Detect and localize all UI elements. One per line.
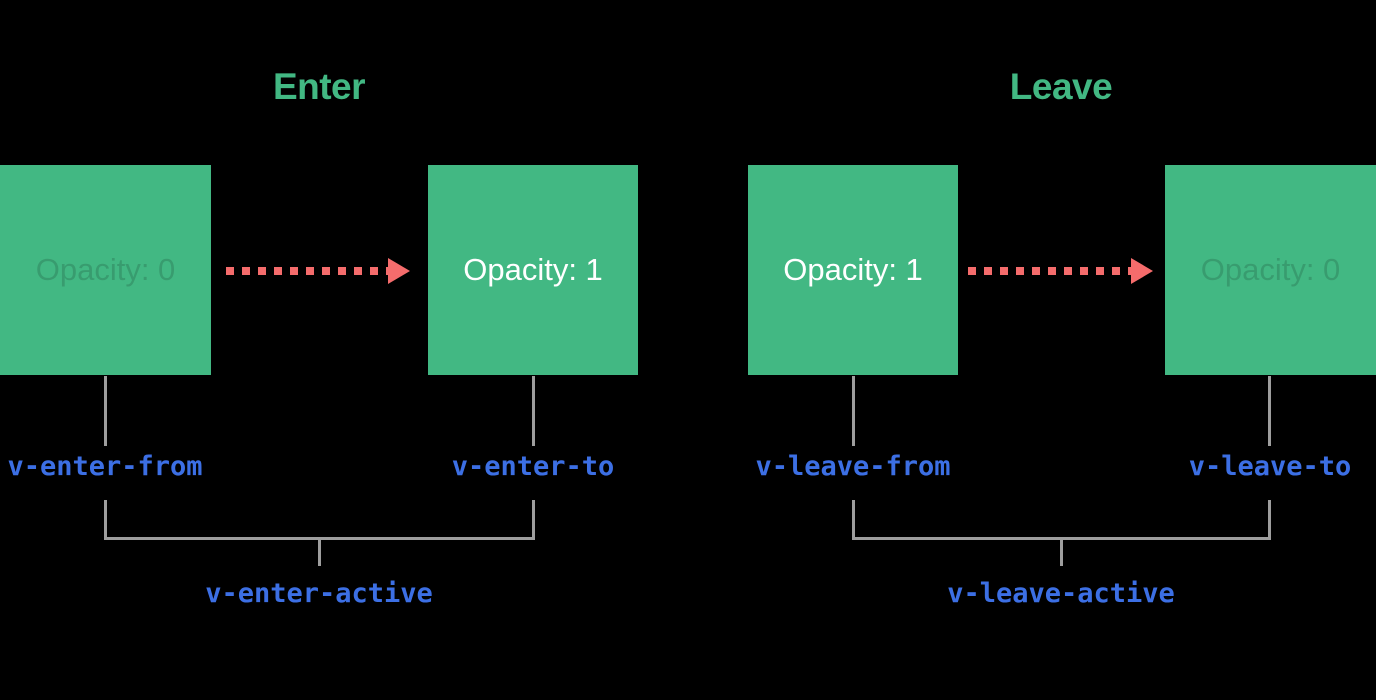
bracket-line (104, 537, 535, 540)
leave-active-class-label: v-leave-active (947, 578, 1175, 609)
connector-line (852, 376, 855, 446)
leave-end-state-box: Opacity: 0 (1165, 165, 1376, 375)
enter-active-class-label: v-enter-active (205, 578, 433, 609)
bracket-line (104, 500, 107, 540)
opacity-label: Opacity: 0 (1200, 252, 1341, 287)
bracket-stem-line (1060, 540, 1063, 566)
enter-arrow-head-icon (388, 258, 410, 284)
enter-phase-title: Enter (272, 66, 366, 107)
bracket-line (532, 500, 535, 540)
leave-phase-title: Leave (1009, 66, 1113, 107)
leave-arrow-head-icon (1131, 258, 1153, 284)
connector-line (104, 376, 107, 446)
bracket-line (852, 537, 1271, 540)
opacity-label: Opacity: 1 (783, 252, 923, 287)
connector-line (532, 376, 535, 446)
enter-end-state-box: Opacity: 1 (428, 165, 638, 375)
bracket-line (852, 500, 855, 540)
enter-start-state-box: Opacity: 0 (0, 165, 211, 375)
leave-to-class-label: v-leave-to (1188, 451, 1352, 482)
opacity-label: Opacity: 1 (463, 252, 603, 287)
leave-start-state-box: Opacity: 1 (748, 165, 958, 375)
enter-transition-dashed-arrow-icon (226, 267, 388, 275)
leave-transition-dashed-arrow-icon (968, 267, 1131, 275)
enter-to-class-label: v-enter-to (451, 451, 615, 482)
connector-line (1268, 376, 1271, 446)
bracket-line (1268, 500, 1271, 540)
bracket-stem-line (318, 540, 321, 566)
opacity-label: Opacity: 0 (35, 252, 176, 287)
leave-from-class-label: v-leave-from (755, 451, 951, 482)
enter-from-class-label: v-enter-from (7, 451, 203, 482)
